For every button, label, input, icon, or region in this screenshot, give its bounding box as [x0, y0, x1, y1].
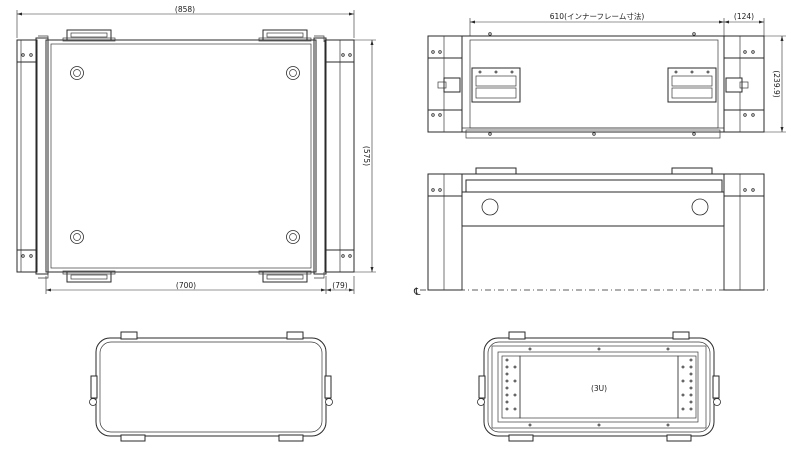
end-view-closed	[89, 331, 333, 442]
dim-height-side: (239.9)	[772, 70, 781, 97]
dim-depth: (575)	[362, 146, 371, 166]
rack-units-label: (3U)	[591, 384, 607, 393]
top-view	[16, 10, 376, 294]
front-view	[427, 18, 786, 139]
dim-body-width: (700)	[176, 281, 196, 290]
dim-side-depth: (124)	[734, 12, 754, 21]
centerline-symbol: ℄	[413, 287, 421, 298]
dim-end-width: (79)	[332, 281, 347, 290]
dim-inner-frame: 610(インナーフレーム寸法)	[550, 11, 645, 21]
end-view-rack	[477, 331, 721, 442]
dim-overall-width: (858)	[175, 5, 195, 14]
side-elevation	[420, 167, 770, 291]
